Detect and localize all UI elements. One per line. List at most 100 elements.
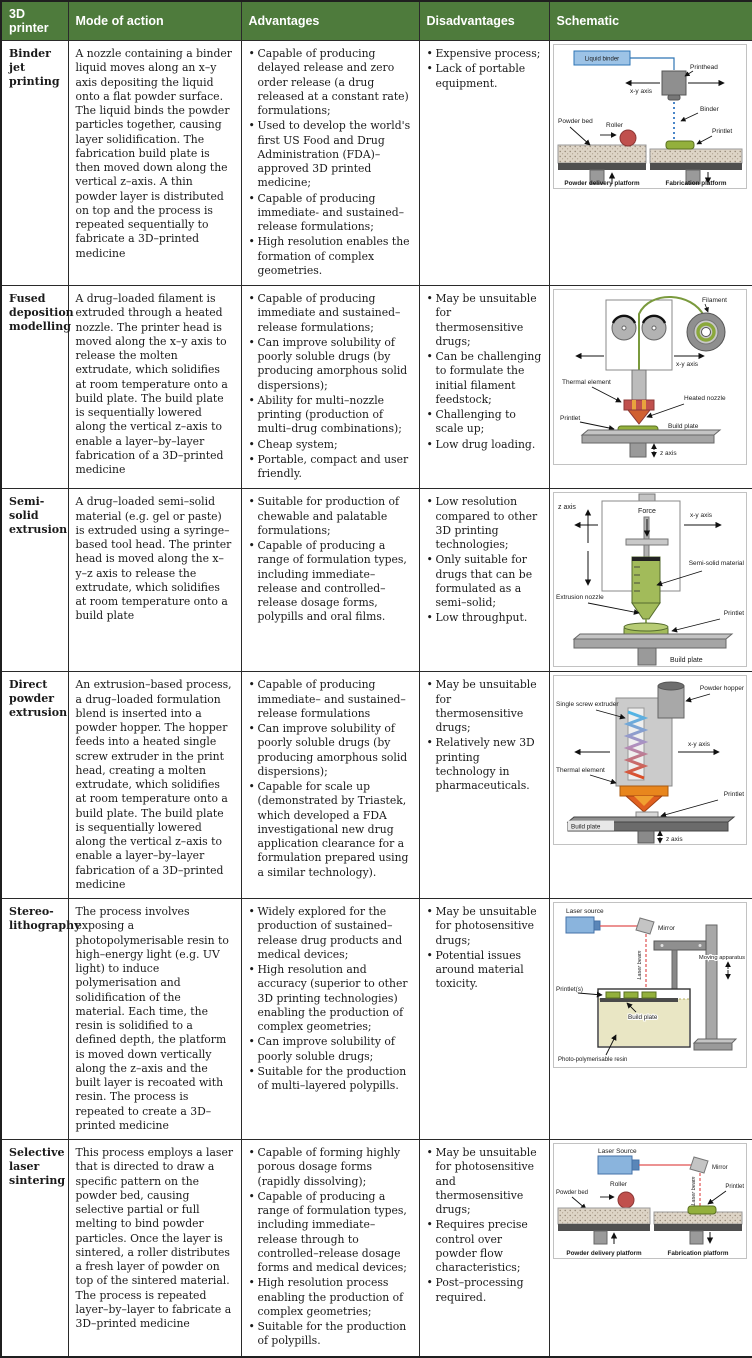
thermal-element-label: Thermal element bbox=[562, 379, 611, 386]
advantages-list: Suitable for production of chewable and … bbox=[249, 495, 412, 624]
single-screw-extruder-label: Single screw extruder bbox=[556, 701, 619, 708]
build-plate bbox=[566, 816, 735, 844]
printer-name: Fused deposition modelling bbox=[0, 284, 74, 490]
col-header-mode-of-action: Mode of action bbox=[67, 0, 242, 41]
advantage-item: High resolution process enabling the pro… bbox=[249, 1276, 412, 1319]
powder-delivery-platform-label: Powder delivery platform bbox=[564, 180, 640, 187]
disadvantages-cell: May be unsuitable for thermosensitive dr… bbox=[418, 284, 550, 490]
build-plate-label: Build plate bbox=[670, 657, 703, 664]
build-plate-label: Build plate bbox=[668, 423, 699, 430]
printlet-label: Printlet bbox=[723, 791, 743, 798]
mode-of-action-cell: A drug–loaded filament is extruded throu… bbox=[67, 284, 242, 490]
mirror-label: Mirror bbox=[712, 1165, 728, 1171]
heated-nozzle-label: Heated nozzle bbox=[684, 395, 726, 402]
advantage-item: Capable for scale up (demonstrated by Tr… bbox=[249, 780, 412, 880]
disadvantages-list: May be unsuitable for thermosensitive dr… bbox=[427, 292, 542, 452]
mirror-label: Mirror bbox=[658, 925, 676, 932]
advantages-cell: Capable of producing delayed release and… bbox=[240, 40, 420, 286]
advantage-item: Capable of producing a range of formulat… bbox=[249, 1190, 412, 1276]
advantage-item: Capable of producing immediate- and sust… bbox=[249, 192, 412, 235]
advantage-item: Widely explored for the production of su… bbox=[249, 905, 412, 962]
printlet-label: Printlet bbox=[723, 610, 743, 617]
build-plate-label: Build plate bbox=[571, 824, 601, 831]
advantage-item: Can improve solubility of poorly soluble… bbox=[249, 722, 412, 779]
powder-delivery-platform bbox=[557, 144, 646, 185]
laser-source bbox=[597, 1155, 639, 1175]
advantage-item: Can improve solubility of poorly soluble… bbox=[249, 1035, 412, 1064]
z-axis-label: z axis bbox=[558, 504, 576, 511]
stereolithography-schematic: Laser source Mirror Laser beam bbox=[552, 902, 747, 1068]
mirror bbox=[634, 917, 655, 935]
disadvantage-item: May be unsuitable for thermosensitive dr… bbox=[427, 292, 542, 349]
z-axis-label: z axis bbox=[666, 836, 683, 843]
printlets-label: Printlet(s) bbox=[556, 986, 583, 993]
build-plate bbox=[599, 998, 678, 1002]
printhead bbox=[661, 70, 686, 101]
powder-hopper-label: Powder hopper bbox=[699, 685, 744, 692]
advantage-item: Ability for multi–nozzle printing (produ… bbox=[249, 394, 412, 437]
liquid-binder-reservoir: Liquid binder bbox=[573, 50, 675, 70]
disadvantage-item: Relatively new 3D printing technology in… bbox=[427, 736, 542, 793]
disadvantages-list: May be unsuitable for photosensitive dru… bbox=[427, 905, 542, 992]
sls-schematic: Laser Source Mirror Laser beam Printlet … bbox=[552, 1143, 747, 1259]
printer-name: Semi-solid extrusion bbox=[0, 488, 69, 673]
filament-strand bbox=[637, 296, 705, 402]
disadvantage-item: May be unsuitable for thermosensitive dr… bbox=[427, 678, 542, 735]
row-fused-deposition-modelling: Fused deposition modelling A drug–loaded… bbox=[0, 284, 752, 490]
advantages-cell: Suitable for production of chewable and … bbox=[240, 488, 420, 673]
schematic-cell: Powder hopper Single screw extruder x-y … bbox=[548, 671, 752, 899]
advantages-list: Widely explored for the production of su… bbox=[249, 905, 412, 1093]
disadvantages-cell: May be unsuitable for thermosensitive dr… bbox=[418, 671, 550, 899]
disadvantage-item: May be unsuitable for photosensitive dru… bbox=[427, 905, 542, 948]
disadvantages-cell: May be unsuitable for photosensitive and… bbox=[418, 1139, 550, 1357]
printer-name: Stereo-lithography bbox=[0, 898, 80, 1140]
col-header-advantages: Advantages bbox=[240, 0, 420, 41]
printlet-label: Printlet bbox=[725, 1184, 744, 1190]
advantage-item: Capable of producing a range of formulat… bbox=[249, 539, 412, 625]
disadvantage-item: Low drug loading. bbox=[427, 438, 542, 453]
powder-hopper bbox=[657, 681, 684, 719]
filament-label: Filament bbox=[702, 297, 727, 304]
advantage-item: Suitable for production of chewable and … bbox=[249, 495, 412, 538]
binder-label: Binder bbox=[700, 106, 720, 113]
mode-text: An extrusion–based process, a drug–loade… bbox=[75, 678, 232, 891]
xy-axis-label: x-y axis bbox=[688, 741, 711, 748]
fabrication-platform-label: Fabrication platform bbox=[667, 1250, 728, 1257]
advantage-item: Cheap system; bbox=[249, 438, 412, 453]
advantages-list: Capable of producing immediate and susta… bbox=[249, 292, 412, 481]
disadvantage-item: Low throughput. bbox=[427, 611, 542, 626]
direct-powder-extrusion-schematic: Powder hopper Single screw extruder x-y … bbox=[552, 675, 747, 846]
powder-delivery-platform bbox=[557, 1207, 650, 1245]
printlet bbox=[665, 140, 694, 150]
disadvantages-cell: May be unsuitable for photosensitive dru… bbox=[418, 898, 550, 1140]
single-screw-extruder bbox=[623, 707, 648, 781]
fabrication-platform-label: Fabrication platform bbox=[665, 180, 726, 187]
build-plate-label: Build plate bbox=[628, 1014, 658, 1021]
row-binder-jet-printing: Binder jet printing A nozzle containing … bbox=[0, 40, 752, 286]
advantage-item: Suitable for the production of multi–lay… bbox=[249, 1065, 412, 1094]
thermal-element bbox=[623, 399, 654, 425]
col-header-3d-printer: 3D printer bbox=[0, 0, 69, 41]
binder-jet-schematic: Liquid binder Printhead x-y axis Binder bbox=[552, 44, 747, 189]
disadvantage-item: Only suitable for drugs that can be form… bbox=[427, 553, 542, 610]
disadvantages-list: May be unsuitable for photosensitive and… bbox=[427, 1146, 542, 1305]
mode-of-action-cell: A drug–loaded semi–solid material (e.g. … bbox=[67, 488, 242, 673]
printlet-label: Printlet bbox=[712, 128, 732, 135]
powder-bed-label: Powder bed bbox=[558, 118, 593, 125]
mode-of-action-cell: A nozzle containing a binder liquid move… bbox=[67, 40, 242, 286]
advantage-item: Suitable for the production of polypills… bbox=[249, 1320, 412, 1349]
mode-text: A drug–loaded filament is extruded throu… bbox=[75, 292, 228, 476]
disadvantage-item: Post–processing required. bbox=[427, 1276, 542, 1305]
advantage-item: Capable of producing delayed release and… bbox=[249, 47, 412, 118]
z-axis-label: z axis bbox=[660, 450, 677, 457]
printer-name: Selective laser sintering bbox=[0, 1139, 69, 1357]
row-stereolithography: Stereo-lithography The process involves … bbox=[0, 898, 752, 1140]
mode-text: A nozzle containing a binder liquid move… bbox=[75, 47, 232, 260]
mirror bbox=[688, 1156, 709, 1174]
printhead-label: Printhead bbox=[690, 64, 718, 71]
plunger-cap bbox=[638, 493, 655, 502]
fabrication-platform bbox=[649, 148, 742, 185]
schematic-cell: Laser source Mirror Laser beam bbox=[548, 898, 752, 1140]
advantage-item: Used to develop the world's first US Foo… bbox=[249, 119, 412, 190]
